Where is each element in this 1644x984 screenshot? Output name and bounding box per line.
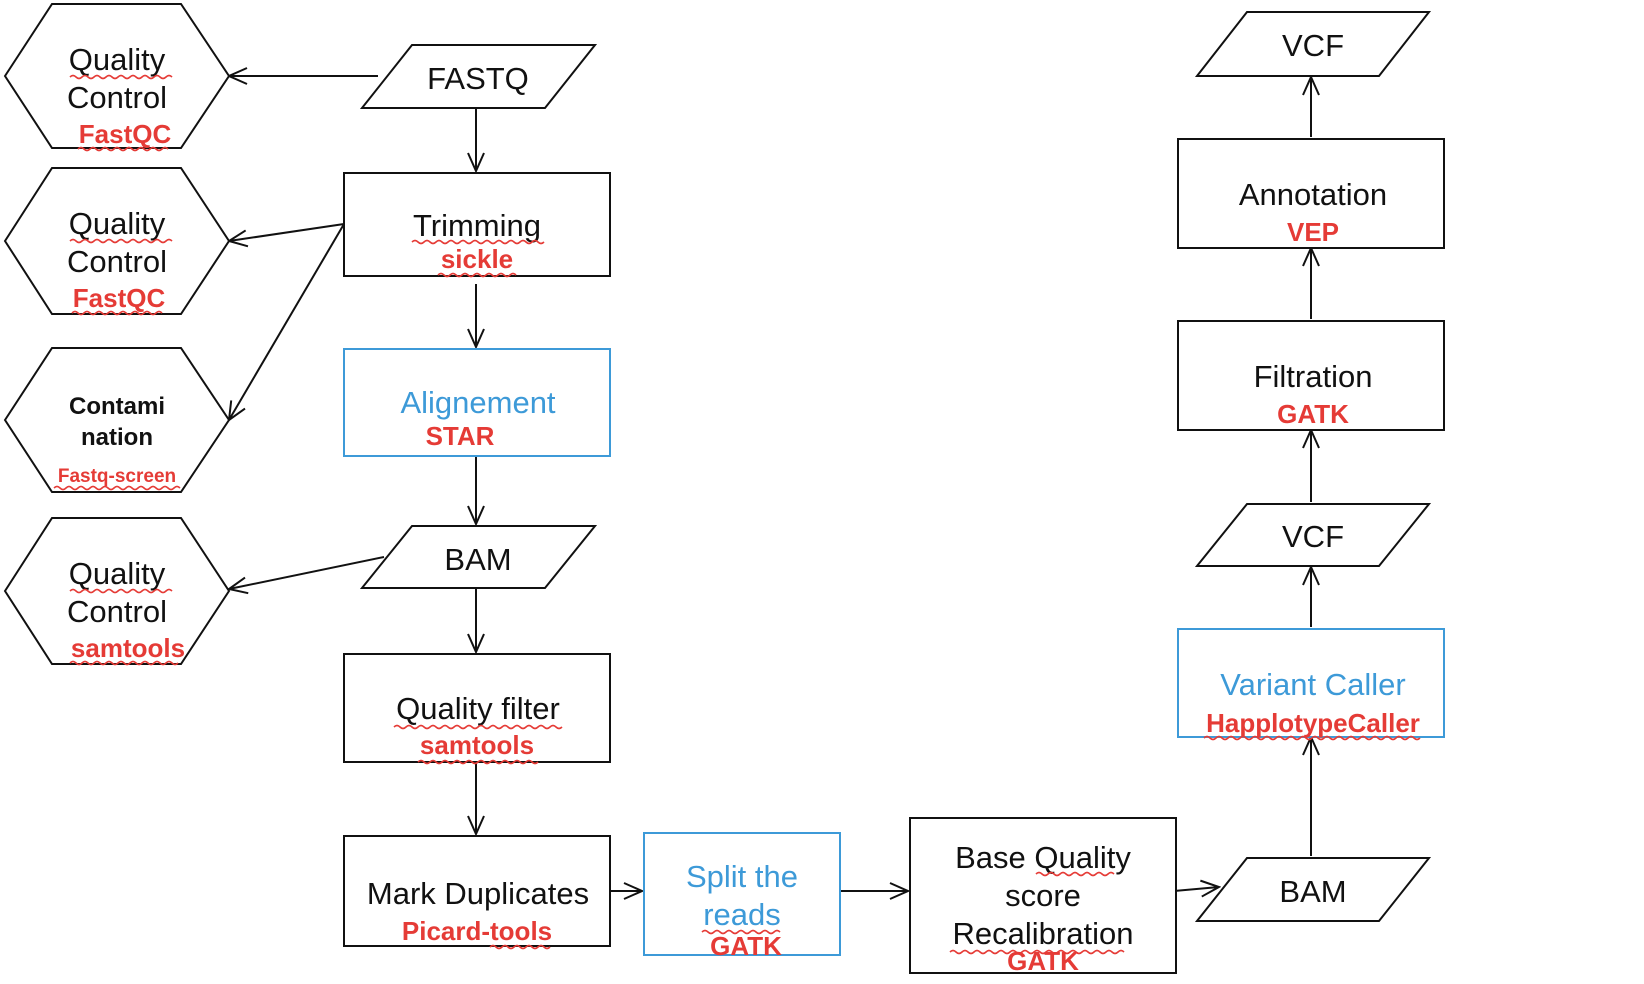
- contamination-node: Contami nation Fastq-screen: [3, 347, 231, 493]
- alignement-tool: STAR: [426, 421, 495, 451]
- variant-caller-node: Variant Caller HapplotypeCaller: [1177, 628, 1445, 741]
- qc1-node: Quality Control FastQC: [3, 3, 231, 152]
- split-reads-label-line2: reads: [703, 897, 781, 932]
- variant-caller-label: Variant Caller: [1220, 667, 1406, 702]
- filtration-label: Filtration: [1254, 359, 1373, 394]
- annotation-node: Annotation VEP: [1177, 138, 1445, 249]
- filtration-node: Filtration GATK: [1177, 320, 1445, 431]
- bqsr-label-line2: score: [1005, 878, 1081, 913]
- vcf1-node: VCF: [1194, 503, 1432, 567]
- trimming-node: Trimming sickle: [343, 172, 611, 278]
- variant-caller-tool: HapplotypeCaller: [1206, 708, 1420, 738]
- contamination-label-line1: Contami: [69, 393, 165, 420]
- trimming-label: Trimming: [413, 208, 541, 243]
- split-reads-tool: GATK: [710, 931, 782, 961]
- qc3-label-line2: Control: [67, 594, 167, 629]
- arrows: [229, 76, 1311, 891]
- filtration-tool: GATK: [1277, 399, 1349, 429]
- bam1-label: BAM: [444, 542, 511, 577]
- arrow-bam-to-qc3: [229, 556, 385, 589]
- annotation-label: Annotation: [1239, 177, 1387, 212]
- vcf2-label: VCF: [1282, 28, 1344, 63]
- quality-filter-label: Quality filter: [396, 691, 560, 726]
- bqsr-label-line1: Base Quality: [955, 840, 1131, 875]
- mark-duplicates-node: Mark Duplicates Picard-tools: [343, 835, 611, 950]
- alignement-node: Alignement STAR: [343, 348, 611, 457]
- arrow-trimming-to-qc2: [229, 223, 345, 241]
- split-reads-node: Split the reads GATK: [643, 832, 841, 961]
- qc3-node: Quality Control samtools: [3, 517, 231, 666]
- arrow-trimming-to-contamination: [229, 223, 345, 420]
- bam2-label: BAM: [1279, 874, 1346, 909]
- alignement-label: Alignement: [400, 385, 555, 420]
- contamination-label-line2: nation: [81, 424, 153, 451]
- qc2-node: Quality Control FastQC: [3, 167, 231, 316]
- vcf1-label: VCF: [1282, 519, 1344, 554]
- qc1-label-line1: Quality: [69, 42, 166, 77]
- bam2-node: BAM: [1194, 857, 1432, 922]
- qc1-tool: FastQC: [79, 119, 172, 149]
- trimming-tool: sickle: [441, 244, 513, 274]
- qc2-tool: FastQC: [73, 283, 166, 313]
- quality-filter-tool: samtools: [420, 730, 534, 760]
- vcf2-node: VCF: [1194, 11, 1432, 77]
- annotation-tool: VEP: [1287, 217, 1339, 247]
- quality-filter-node: Quality filter samtools: [343, 653, 611, 765]
- bam1-node: BAM: [359, 525, 598, 589]
- bqsr-tool: GATK: [1007, 946, 1079, 976]
- qc2-label-line1: Quality: [69, 206, 166, 241]
- bqsr-node: Base Quality score Recalibration GATK: [909, 817, 1177, 976]
- qc2-label-line2: Control: [67, 244, 167, 279]
- fastq-node: FASTQ: [359, 44, 598, 109]
- bqsr-label-line3: Recalibration: [953, 916, 1134, 951]
- mark-duplicates-tool: Picard-tools: [402, 916, 552, 946]
- arrow-bqsr-to-bam2: [1173, 887, 1219, 891]
- qc3-label-line1: Quality: [69, 556, 166, 591]
- split-reads-label-line1: Split the: [686, 859, 798, 894]
- fastq-label: FASTQ: [427, 61, 529, 96]
- mark-duplicates-label: Mark Duplicates: [367, 876, 589, 911]
- contamination-tool: Fastq-screen: [58, 466, 176, 487]
- qc3-tool: samtools: [71, 633, 185, 663]
- qc1-label-line2: Control: [67, 80, 167, 115]
